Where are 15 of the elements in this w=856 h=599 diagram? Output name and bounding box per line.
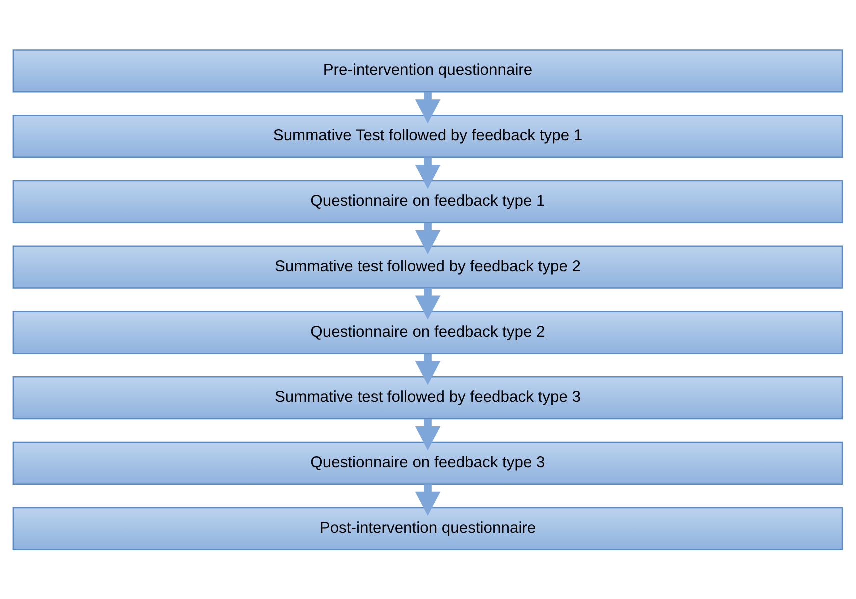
node-box: Post-intervention questionnaire bbox=[12, 506, 844, 550]
node-box: Questionnaire on feedback type 3 bbox=[12, 441, 844, 485]
node-box: Pre-intervention questionnaire bbox=[12, 49, 844, 92]
node-box: Summative Test followed by feedback type 1 bbox=[12, 114, 844, 158]
arrow bbox=[415, 157, 441, 189]
node-box: Questionnaire on feedback type 1 bbox=[12, 180, 844, 223]
node-box: Summative test followed by feedback type 3 bbox=[12, 376, 844, 420]
arrow bbox=[415, 222, 441, 254]
arrow bbox=[415, 418, 441, 450]
arrow bbox=[415, 288, 441, 320]
arrow bbox=[415, 92, 441, 124]
node-box: Questionnaire on feedback type 2 bbox=[12, 310, 844, 354]
arrow bbox=[415, 353, 441, 385]
node-box: Summative test followed by feedback type 2 bbox=[12, 245, 844, 288]
arrow bbox=[415, 484, 441, 516]
